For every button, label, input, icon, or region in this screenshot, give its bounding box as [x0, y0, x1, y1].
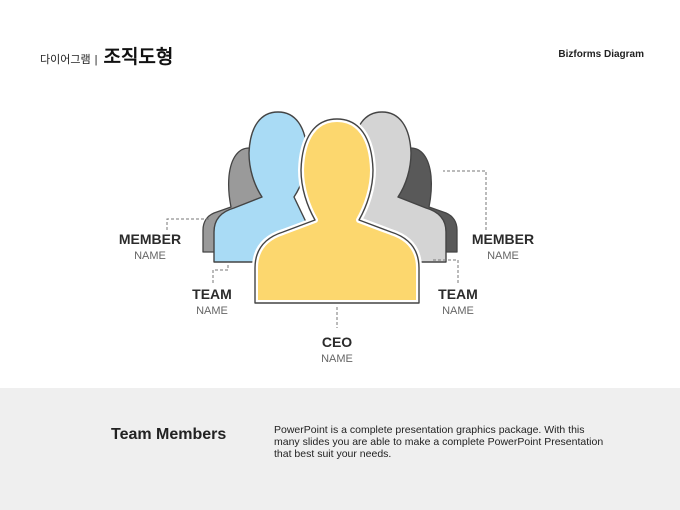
ceo-name: NAME: [321, 353, 353, 365]
page-title: 조직도형: [103, 47, 174, 68]
member-left-name: NAME: [134, 250, 166, 262]
footer-title: Team Members: [111, 426, 227, 443]
member-left-role: MEMBER: [118, 231, 182, 247]
ceo-label: CEO NAME: [287, 334, 387, 367]
footer-description: PowerPoint is a complete presentation gr…: [274, 424, 604, 460]
org-diagram-graphic: [166, 111, 487, 328]
org-diagram: MEMBER NAME TEAM NAME CEO NAME TEAM NAME…: [100, 111, 553, 367]
member-right-role: MEMBER: [471, 231, 535, 247]
team-right-name: NAME: [442, 305, 474, 317]
member-left-label: MEMBER NAME: [100, 231, 200, 264]
team-left-label: TEAM NAME: [162, 286, 262, 319]
connector-team-right: [432, 259, 459, 283]
member-right-label: MEMBER NAME: [453, 231, 553, 264]
header-title-group: 다이어그램 | 조직도형: [40, 42, 173, 69]
team-left-name: NAME: [196, 305, 228, 317]
connector-team-left: [212, 262, 229, 283]
brand-label: Bizforms Diagram: [558, 49, 644, 60]
header-separator: |: [94, 54, 98, 66]
ceo-role: CEO: [321, 334, 353, 350]
member-right-name: NAME: [487, 250, 519, 262]
team-right-label: TEAM NAME: [408, 286, 508, 319]
connector-lines: [166, 170, 487, 328]
team-left-role: TEAM: [192, 286, 232, 302]
footer-panel: Team Members PowerPoint is a complete pr…: [0, 388, 680, 510]
team-right-role: TEAM: [438, 286, 478, 302]
header-subtitle: 다이어그램: [40, 54, 91, 66]
connector-member-left: [166, 218, 210, 230]
connector-member-right: [443, 170, 487, 230]
ceo-figure-outline: [254, 118, 420, 304]
